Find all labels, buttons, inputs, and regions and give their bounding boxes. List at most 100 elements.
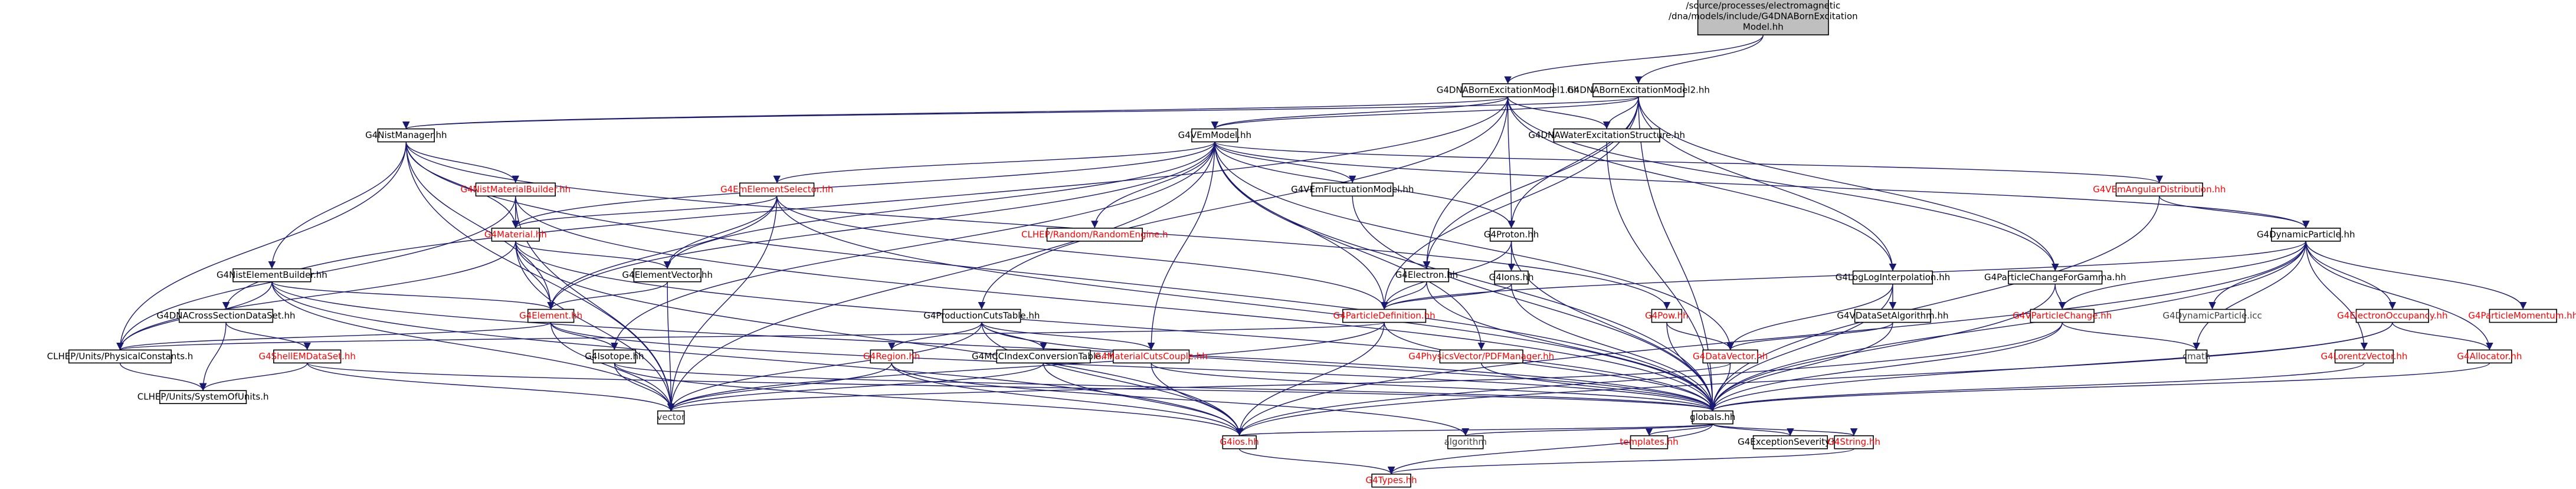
include-edge [116, 196, 516, 350]
header-node-label: G4ParticleMomentum.hh [2468, 310, 2576, 321]
include-edge [614, 363, 1243, 436]
include-edge [271, 281, 555, 310]
header-node-prodcuts[interactable]: G4ProductionCutsTable.hh [923, 309, 1040, 323]
include-edge [1381, 241, 2306, 310]
header-node-material[interactable]: G4Material.hh [484, 227, 547, 242]
include-edge [271, 281, 675, 411]
include-edge [117, 321, 1385, 350]
include-edge [663, 196, 778, 269]
header-node-label: G4VEmModel.hh [1178, 130, 1251, 140]
header-node-pcgamma[interactable]: G4ParticleChangeForGamma.hh [1984, 270, 2126, 285]
header-node-region[interactable]: G4Region.hh [863, 349, 920, 364]
header-node-nisteb[interactable]: G4NistElementBuilder.hh [217, 268, 327, 283]
header-node-sysunits[interactable]: CLHEP/Units/SystemOfUnits.h [137, 390, 269, 405]
header-node-elemvec[interactable]: G4ElementVector.hh [622, 268, 713, 283]
include-edge [268, 142, 407, 269]
include-edge [614, 362, 1716, 412]
include-edge [271, 281, 1243, 436]
include-edge [1214, 142, 2310, 228]
include-edge [512, 195, 778, 229]
header-node-partdef[interactable]: G4ParticleDefinition.hh [1333, 309, 1436, 323]
header-node-label: G4MaterialCutsCouple.hh [1094, 351, 1208, 362]
header-node-proton[interactable]: G4Proton.hh [1484, 227, 1539, 242]
include-edge [1709, 363, 1731, 411]
header-node-element[interactable]: G4Element.hh [519, 309, 582, 323]
include-edge [2305, 241, 2493, 350]
header-node-label: G4DataVector.hh [1693, 351, 1768, 362]
include-edge [2305, 241, 2527, 310]
include-edge [1211, 96, 1509, 130]
header-node-fluct[interactable]: G4VEmFluctuationModel.hh [1291, 182, 1414, 197]
header-node-label: G4VDataSetAlgorithm.hh [1837, 310, 1948, 321]
include-edge [1507, 96, 2059, 271]
include-edge [1147, 142, 1215, 350]
header-node-dynpart[interactable]: G4DynamicParticle.hh [2257, 227, 2355, 242]
header-node-pmom[interactable]: G4ParticleMomentum.hh [2468, 309, 2576, 323]
header-node-m2[interactable]: G4DNABornExcitationModel2.hh [1567, 83, 1710, 97]
header-node-m1[interactable]: G4DNABornExcitationModel1.hh [1437, 83, 1579, 97]
include-edge [776, 196, 1716, 411]
header-node-root: source/geant4.10.03.p03/source/processes… [1669, 0, 1858, 35]
header-node-emsel[interactable]: G4EmElementSelector.hh [720, 182, 833, 197]
header-node-loglog[interactable]: G4LogLogInterpolation.hh [1836, 270, 1951, 285]
header-node-isotope[interactable]: G4Isotope.hh [585, 349, 644, 364]
include-edge [1712, 423, 1794, 437]
header-node-label: CLHEP/Units/SystemOfUnits.h [137, 392, 269, 402]
header-node-label: G4VEmFluctuationModel.hh [1291, 184, 1414, 195]
header-node-vdsa[interactable]: G4VDataSetAlgorithm.hh [1837, 309, 1949, 323]
header-node-nist[interactable]: G4NistManager.hh [365, 128, 447, 143]
include-edge [776, 196, 1388, 310]
include-edge [515, 241, 555, 310]
header-node-label: G4DNACrossSectionDataSet.hh [157, 310, 296, 321]
header-node-pdf[interactable]: G4PhysicsVector/PDFManager.hh [1408, 349, 1554, 364]
header-node-excsev[interactable]: G4ExceptionSeverity.hh [1738, 435, 1843, 449]
header-node-matcuts[interactable]: G4MaterialCutsCouple.hh [1094, 349, 1208, 364]
header-node-label: vector [657, 412, 685, 422]
include-edge [1462, 423, 1713, 437]
include-edge [306, 363, 675, 411]
header-node-label: G4Types.hh [1365, 475, 1417, 485]
include-edge [2305, 241, 2397, 310]
include-edge [1510, 284, 1716, 411]
header-node-g4ios[interactable]: G4ios.hh [1220, 435, 1259, 449]
include-edge [1634, 35, 1764, 84]
header-node-cmath: cmath [2182, 349, 2210, 364]
header-node-vem[interactable]: G4VEmModel.hh [1178, 128, 1251, 143]
include-edge [1043, 363, 1243, 436]
include-edge [981, 322, 1047, 350]
header-node-g4string[interactable]: G4String.hh [1827, 435, 1880, 449]
header-node-pow[interactable]: G4Pow.hh [1645, 309, 1689, 323]
include-edge [116, 241, 516, 350]
header-node-electron[interactable]: G4Electron.hh [1395, 268, 1458, 283]
header-node-label: G4DNABornExcitationModel2.hh [1567, 85, 1710, 96]
header-node-datavec[interactable]: G4DataVector.hh [1693, 349, 1768, 364]
header-node-eocc[interactable]: G4ElectronOccupancy.hh [2337, 309, 2448, 323]
include-edge [116, 321, 552, 350]
header-node-label: G4Allocator.hh [2457, 351, 2522, 362]
header-node-vpc[interactable]: G4VParticleChange.hh [2013, 309, 2112, 323]
include-edge [1726, 322, 1893, 350]
header-node-label: G4PhysicsVector/PDFManager.hh [1408, 351, 1554, 362]
header-node-label: CLHEP/Units/PhysicalConstants.h [47, 351, 194, 362]
header-node-globals[interactable]: globals.hh [1690, 410, 1735, 425]
header-node-label: G4ElectronOccupancy.hh [2337, 310, 2448, 321]
include-edge [402, 96, 1509, 130]
header-node-angdist[interactable]: G4VEmAngularDistribution.hh [2093, 182, 2226, 197]
header-node-shellem[interactable]: G4ShellEMDataSet.hh [258, 349, 356, 364]
header-node-physconst[interactable]: CLHEP/Units/PhysicalConstants.h [47, 349, 194, 364]
header-node-dnacs[interactable]: G4DNACrossSectionDataSet.hh [157, 309, 296, 323]
header-node-allocator[interactable]: G4Allocator.hh [2457, 349, 2522, 364]
header-node-nistmb[interactable]: G4NistMaterialBuilder.hh [460, 182, 571, 197]
include-edge [2192, 241, 2306, 350]
header-node-lorentz[interactable]: G4LorentzVector.hh [2321, 349, 2407, 364]
include-edge [667, 322, 1385, 411]
header-node-label: G4ParticleChangeForGamma.hh [1984, 272, 2126, 283]
include-edge [1235, 322, 1385, 436]
header-node-water[interactable]: G4DNAWaterExcitationStructure.hh [1528, 128, 1685, 143]
header-node-random[interactable]: CLHEP/Random/RandomEngine.h [1021, 227, 1168, 242]
header-node-mcc[interactable]: G4MCCIndexConversionTable.hh [972, 349, 1115, 364]
header-node-ions[interactable]: G4Ions.hh [1489, 270, 1534, 285]
header-node-templates[interactable]: templates.hh [1620, 435, 1679, 449]
header-node-g4types[interactable]: G4Types.hh [1365, 473, 1417, 488]
